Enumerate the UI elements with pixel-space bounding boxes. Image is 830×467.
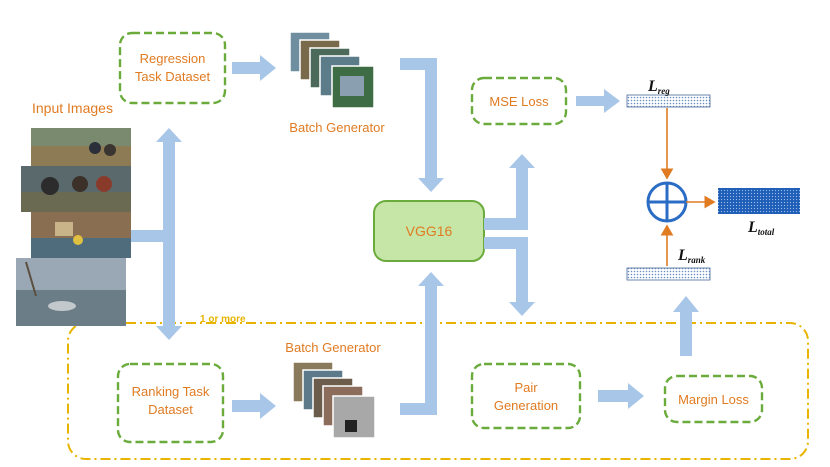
loss-total-bar	[718, 188, 800, 214]
ranking-label-line1: Ranking Task	[132, 384, 210, 399]
pair-generation-box	[470, 362, 582, 430]
margin-to-lrank-arrow	[673, 296, 699, 356]
vgg-to-mse-arrow	[484, 154, 535, 230]
batch-to-vgg-bottom-arrow	[400, 272, 444, 415]
regression-to-batch-arrow	[232, 55, 276, 81]
loss-total-label: Ltotal	[747, 219, 775, 237]
batch-generator-top-label: Batch Generator	[289, 120, 385, 135]
loss-reg-label: Lreg	[647, 78, 670, 96]
input-image-2	[21, 166, 131, 212]
batch-to-vgg-top-arrow	[400, 58, 444, 192]
vgg16-box	[373, 200, 485, 262]
ranking-label-line2: Dataset	[148, 402, 193, 417]
regression-task-dataset-box	[118, 31, 227, 105]
input-images-label: Input Images	[32, 100, 113, 116]
batch-images-bottom	[292, 361, 376, 439]
batch-generator-bottom-label: Batch Generator	[285, 340, 381, 355]
mse-loss-box	[470, 76, 568, 126]
pair-label-line2: Generation	[494, 398, 558, 413]
margin-loss-label: Margin Loss	[678, 392, 749, 407]
regression-label-line2: Task Dataset	[135, 69, 211, 84]
mse-to-lreg-arrow	[576, 89, 620, 113]
ranking-task-dataset-box	[116, 362, 225, 444]
ranking-group-frame	[67, 322, 809, 460]
pair-to-margin-arrow	[598, 383, 644, 409]
input-image-1	[31, 128, 131, 166]
vgg16-label: VGG16	[406, 223, 453, 239]
ranking-to-batch-arrow	[232, 393, 276, 419]
input-split-arrow	[156, 128, 182, 340]
loss-rank-label: Lrank	[677, 247, 706, 265]
loss-reg-bar	[626, 94, 711, 108]
input-image-3	[31, 212, 131, 258]
batch-images-top	[289, 31, 375, 109]
regression-label-line1: Regression	[140, 51, 206, 66]
margin-loss-box	[663, 374, 764, 424]
images-to-split-arrow	[131, 230, 163, 242]
plus-circle-icon	[646, 181, 688, 223]
mse-loss-label: MSE Loss	[489, 94, 549, 109]
one-or-more-label: 1 or more	[200, 314, 246, 325]
loss-rank-bar	[626, 267, 711, 281]
input-image-4	[16, 258, 126, 326]
pair-label-line1: Pair	[514, 380, 538, 395]
vgg-to-pair-arrow	[484, 237, 535, 316]
